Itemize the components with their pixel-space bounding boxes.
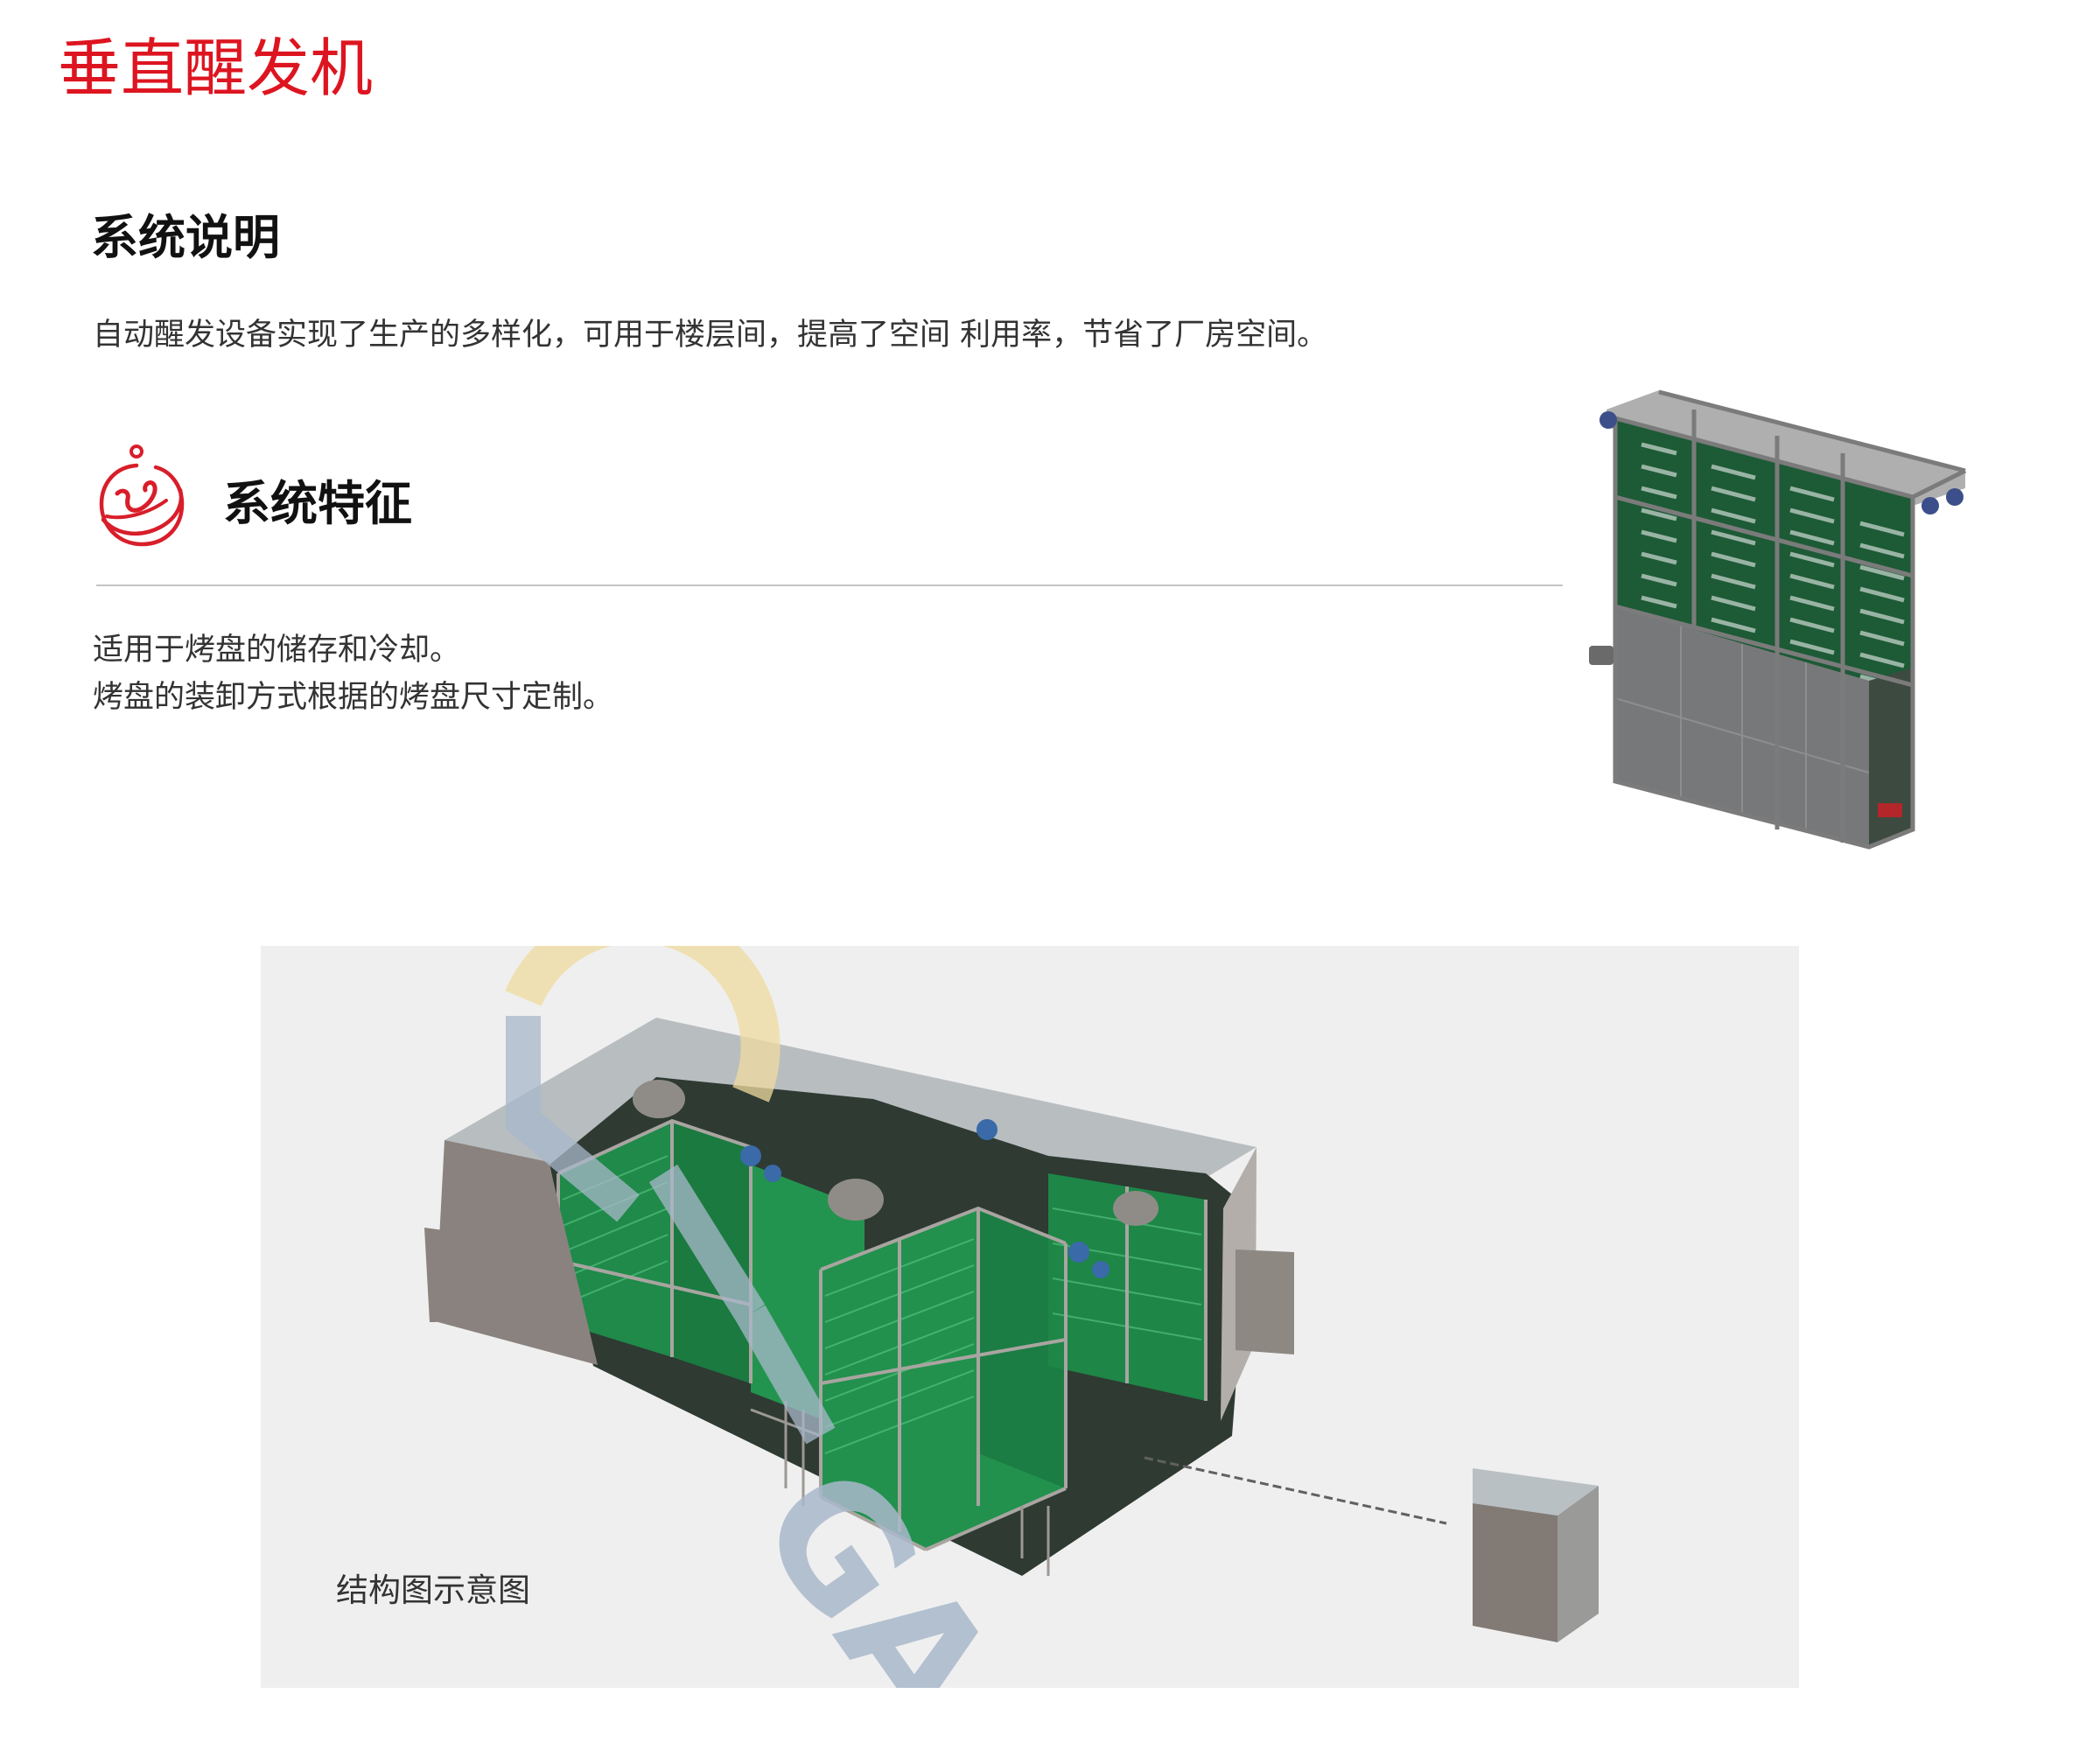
- description-text: 自动醒发设备实现了生产的多样化，可用于楼层间，提高了空间 利用率，节省了厂房空间…: [93, 318, 1328, 353]
- features-list: 适用于烤盘的储存和冷却。 烤盘的装卸方式根据的烤盘尺寸定制。: [93, 626, 613, 721]
- feature-item: 适用于烤盘的储存和冷却。: [93, 633, 461, 668]
- feature-badge-icon: [96, 443, 187, 553]
- features-heading: 系统特征: [223, 476, 412, 531]
- diagram-caption: 结构图示意图: [336, 1572, 530, 1609]
- feature-item: 烤盘的装卸方式根据的烤盘尺寸定制。: [93, 680, 614, 715]
- product-photo: [1580, 383, 1983, 873]
- section-divider: [96, 584, 1563, 586]
- description-heading: 系统说明: [91, 210, 280, 265]
- structure-diagram: GA 结构图示意图: [261, 946, 1799, 1688]
- page-title: 垂直醒发机: [58, 32, 374, 105]
